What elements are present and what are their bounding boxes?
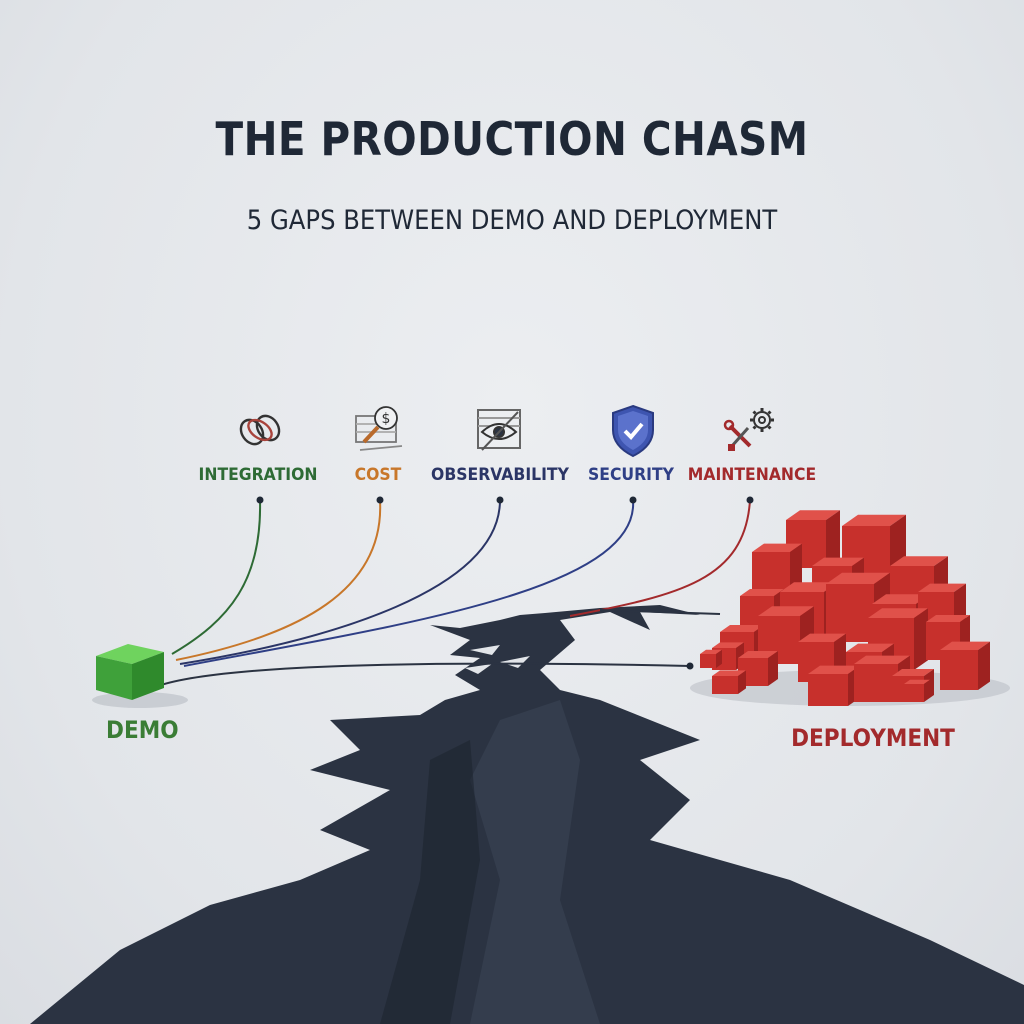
deployment-cube-face bbox=[758, 606, 814, 616]
deployment-cube-face bbox=[868, 608, 928, 618]
gap-label-observability: OBSERVABILITY bbox=[431, 465, 569, 485]
demo-cube bbox=[92, 644, 188, 708]
deployment-cube-face bbox=[978, 641, 990, 690]
deployment-cube-face bbox=[808, 665, 860, 674]
deployment-cube-face bbox=[826, 572, 890, 584]
deployment-cube-face bbox=[826, 584, 874, 642]
deployment-cube-face bbox=[768, 651, 778, 686]
deployment-cube-face bbox=[940, 650, 978, 690]
deployment-cube-face bbox=[716, 649, 722, 668]
deployment-cube-face bbox=[826, 510, 840, 568]
deployment-cube-face bbox=[752, 543, 802, 552]
deployment-cube-face bbox=[712, 676, 738, 694]
gap-dot-security bbox=[629, 496, 637, 504]
deployment-cube-face bbox=[740, 589, 784, 596]
deployment-cube-face bbox=[720, 625, 764, 632]
deployment-cube-face bbox=[890, 556, 948, 566]
wrench-gear-icon bbox=[720, 400, 780, 460]
deployment-cube-face bbox=[738, 670, 746, 694]
gap-label-integration: INTEGRATION bbox=[198, 465, 318, 485]
deployment-cube-face bbox=[712, 642, 744, 648]
deployment-label: DEPLOYMENT bbox=[791, 724, 955, 752]
deployment-cube-face bbox=[872, 594, 930, 604]
shield-check-icon bbox=[603, 400, 663, 460]
gap-line-maintenance bbox=[569, 499, 751, 617]
deployment-pointer-line bbox=[599, 609, 721, 615]
deployment-cube-face bbox=[700, 649, 722, 654]
deployment-cube-face bbox=[892, 669, 934, 676]
deployment-cube-face bbox=[712, 670, 746, 676]
deployment-cube-pile bbox=[690, 510, 1010, 706]
gap-dot-maintenance bbox=[746, 496, 754, 504]
gap-line-security bbox=[183, 499, 635, 667]
deployment-cube-face bbox=[812, 557, 864, 566]
deployment-cube-face bbox=[940, 641, 990, 650]
line-end-dot bbox=[686, 662, 694, 670]
deployment-cube-face bbox=[926, 615, 970, 622]
demo-label: DEMO bbox=[106, 716, 179, 744]
page-subtitle: 5 GAPS BETWEEN DEMO AND DEPLOYMENT bbox=[246, 205, 778, 236]
dollar-magnifier-icon: $ bbox=[350, 400, 410, 460]
demo-to-deployment-line bbox=[157, 662, 691, 687]
deployment-cube-face bbox=[700, 654, 716, 668]
deployment-cube-face bbox=[854, 664, 898, 702]
chasm-crack bbox=[30, 605, 1024, 1024]
gap-line-cost bbox=[175, 499, 382, 661]
linked-rings-icon bbox=[230, 400, 290, 460]
deployment-cube-face bbox=[842, 514, 906, 526]
svg-text:$: $ bbox=[382, 411, 391, 427]
gap-line-integration bbox=[171, 499, 262, 655]
deployment-cube-face bbox=[846, 643, 894, 652]
deployment-cube-face bbox=[780, 582, 838, 592]
deployment-cube-face bbox=[904, 684, 924, 698]
deployment-cube-face bbox=[786, 510, 840, 520]
gap-dot-cost bbox=[376, 496, 384, 504]
deployment-cube-face bbox=[738, 651, 778, 658]
gap-line-observability bbox=[179, 499, 501, 665]
gap-dot-observability bbox=[496, 496, 504, 504]
deployment-cube-face bbox=[798, 633, 846, 642]
gap-label-cost: COST bbox=[354, 465, 402, 485]
deployment-cube-face bbox=[918, 583, 966, 592]
deployment-cube-face bbox=[914, 608, 928, 670]
gap-dot-integration bbox=[256, 496, 264, 504]
deployment-cube-face bbox=[808, 674, 848, 706]
eye-icon bbox=[470, 400, 530, 460]
deployment-cube-face bbox=[854, 655, 910, 664]
deployment-cube-face bbox=[904, 679, 930, 684]
gap-label-maintenance: MAINTENANCE bbox=[687, 465, 817, 485]
deployment-cube-face bbox=[924, 679, 930, 698]
page-title: THE PRODUCTION CHASM bbox=[215, 112, 809, 166]
gap-label-security: SECURITY bbox=[588, 465, 674, 485]
